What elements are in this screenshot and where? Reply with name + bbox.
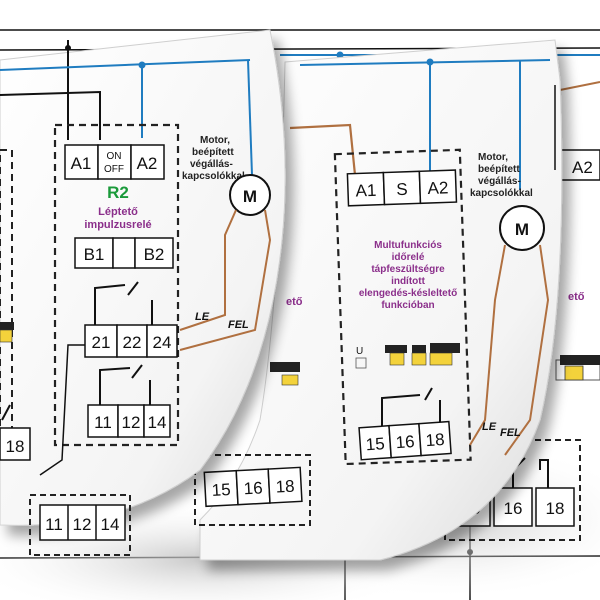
svg-text:Multufunkciós: Multufunkciós xyxy=(374,240,442,251)
svg-text:beépített: beépített xyxy=(478,164,520,175)
front-terminal-11: 11 xyxy=(94,413,112,432)
svg-text:végállás-: végállás- xyxy=(478,176,521,187)
front-terminal-24: 24 xyxy=(153,333,172,352)
front-motor: Motor, beépített végállás- kapcsolókkal … xyxy=(179,135,272,351)
back-terminal-16: 16 xyxy=(504,499,523,518)
svg-text:12: 12 xyxy=(73,515,92,534)
svg-text:elengedés-késleltető: elengedés-késleltető xyxy=(359,288,457,299)
front-motor-symbol: M xyxy=(243,187,257,206)
back-partial-a2: A2 xyxy=(572,158,593,177)
middle-low-terminal-15: 15 xyxy=(211,480,231,500)
front-terminal-22: 22 xyxy=(123,333,142,352)
middle-sheet-content: A1 S A2 Multufunkciós időrelé tápfeszült… xyxy=(194,58,556,526)
svg-text:időrelé: időrelé xyxy=(392,252,425,263)
middle-low-terminal-18: 18 xyxy=(275,477,295,497)
middle-terminal-a2: A2 xyxy=(427,178,448,198)
front-left-terminal-18: 18 xyxy=(6,437,25,456)
svg-text:Motor,: Motor, xyxy=(478,152,508,163)
middle-relay-description: Multufunkciós időrelé tápfeszültségre in… xyxy=(359,240,457,311)
front-terminal-b2: B2 xyxy=(144,245,165,264)
front-terminal-on: ON xyxy=(107,151,122,162)
svg-text:indított: indított xyxy=(391,276,426,287)
middle-partial-label: ető xyxy=(286,296,303,308)
middle-motor-symbol: M xyxy=(515,220,529,239)
middle-wire-fel: FEL xyxy=(500,427,521,439)
front-terminal-21: 21 xyxy=(92,333,111,352)
front-terminal-12: 12 xyxy=(122,413,141,432)
front-terminal-b1: B1 xyxy=(84,245,105,264)
middle-terminal-a1: A1 xyxy=(355,181,376,201)
middle-terminal-16: 16 xyxy=(395,432,415,452)
front-sheet-content: A1 ON OFF A2 R2 Léptető impulzusrelé B1 … xyxy=(0,40,272,476)
front-wire-fel: FEL xyxy=(228,319,249,331)
front-terminal-off: OFF xyxy=(104,164,124,175)
middle-low-terminal-16: 16 xyxy=(243,478,263,498)
front-terminal-a2: A2 xyxy=(137,154,158,173)
svg-text:kapcsolókkal: kapcsolókkal xyxy=(182,171,245,182)
middle-terminal-18: 18 xyxy=(425,430,445,450)
svg-text:funkcióban: funkcióban xyxy=(381,300,434,311)
middle-terminal-s: S xyxy=(396,180,408,199)
svg-text:U: U xyxy=(356,346,363,357)
svg-text:beépített: beépített xyxy=(192,147,234,158)
front-terminal-a1: A1 xyxy=(71,154,92,173)
relay-id-r2: R2 xyxy=(107,183,129,202)
front-terminal-14: 14 xyxy=(148,413,167,432)
back-partial-label: ető xyxy=(568,291,585,303)
middle-motor: Motor, beépített végállás- kapcsolókkal … xyxy=(469,152,550,456)
under-front-box: 11 12 14 xyxy=(29,494,131,556)
relay-name-line1: Léptető xyxy=(98,206,138,218)
middle-sheet xyxy=(199,39,563,561)
middle-terminal-15: 15 xyxy=(365,434,385,454)
svg-text:11: 11 xyxy=(45,515,63,534)
svg-text:kapcsolókkal: kapcsolókkal xyxy=(470,188,533,199)
svg-text:végállás-: végállás- xyxy=(190,159,233,170)
back-terminal-18: 18 xyxy=(546,499,565,518)
middle-timing-chart: U xyxy=(355,343,460,369)
front-wire-le: LE xyxy=(195,311,210,323)
svg-text:Motor,: Motor, xyxy=(200,135,230,146)
relay-name-line2: impulzusrelé xyxy=(84,219,151,231)
svg-text:tápfeszültségre: tápfeszültségre xyxy=(371,264,445,275)
svg-text:14: 14 xyxy=(101,515,120,534)
middle-wire-le: LE xyxy=(482,421,497,433)
